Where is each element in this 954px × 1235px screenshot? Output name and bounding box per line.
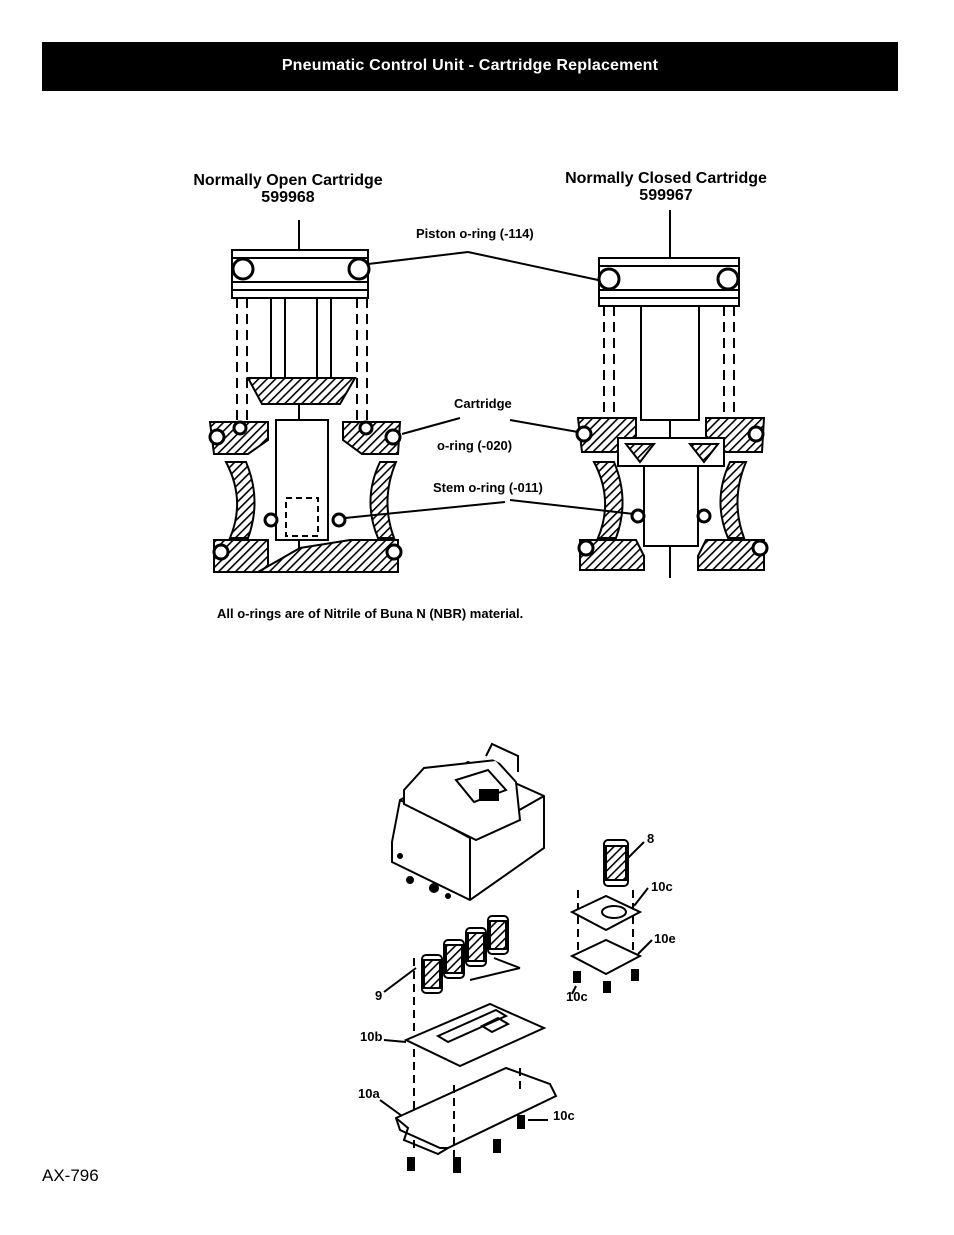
open-cartridge-title: Normally Open Cartridge [193, 172, 383, 189]
screws-10e [573, 969, 639, 993]
part-label-10b: 10b [360, 1029, 383, 1044]
part-label-10c-top: 10c [651, 879, 673, 894]
exploded-assembly-drawing [379, 742, 653, 1175]
cartridge-cluster [421, 915, 521, 994]
part-label-10c-left: 10c [566, 989, 588, 1004]
piston-oring-label: Piston o-ring (-114) [416, 226, 534, 241]
part-label-10c-bottom: 10c [553, 1108, 575, 1123]
part-label-10e: 10e [654, 931, 676, 946]
cartridge-label: Cartridge [454, 396, 512, 411]
material-note: All o-rings are of Nitrile of Buna N (NB… [217, 606, 524, 621]
open-cartridge-part-number: 599968 [261, 189, 315, 206]
closed-cartridge-part-number: 599967 [639, 187, 693, 204]
normally-closed-cartridge-drawing [575, 210, 769, 578]
normally-open-cartridge-drawing [208, 220, 403, 573]
closed-cartridge-heading: Normally Closed Cartridge 599967 [556, 170, 776, 204]
page-title: Pneumatic Control Unit - Cartridge Repla… [281, 57, 659, 74]
callout-leader-lines [344, 251, 635, 519]
screws-10c [407, 1115, 525, 1173]
header-bar: Pneumatic Control Unit - Cartridge Repla… [42, 42, 898, 91]
document-id: AX-796 [42, 1166, 99, 1185]
closed-cartridge-title: Normally Closed Cartridge [565, 170, 767, 187]
stem-oring-label: Stem o-ring (-011) [433, 480, 543, 495]
part-label-9: 9 [375, 988, 383, 1003]
part-label-10a: 10a [358, 1086, 380, 1101]
cartridge-oring-label: o-ring (-020) [437, 438, 513, 453]
part-label-8: 8 [647, 831, 655, 846]
open-cartridge-heading: Normally Open Cartridge 599968 [182, 172, 394, 206]
